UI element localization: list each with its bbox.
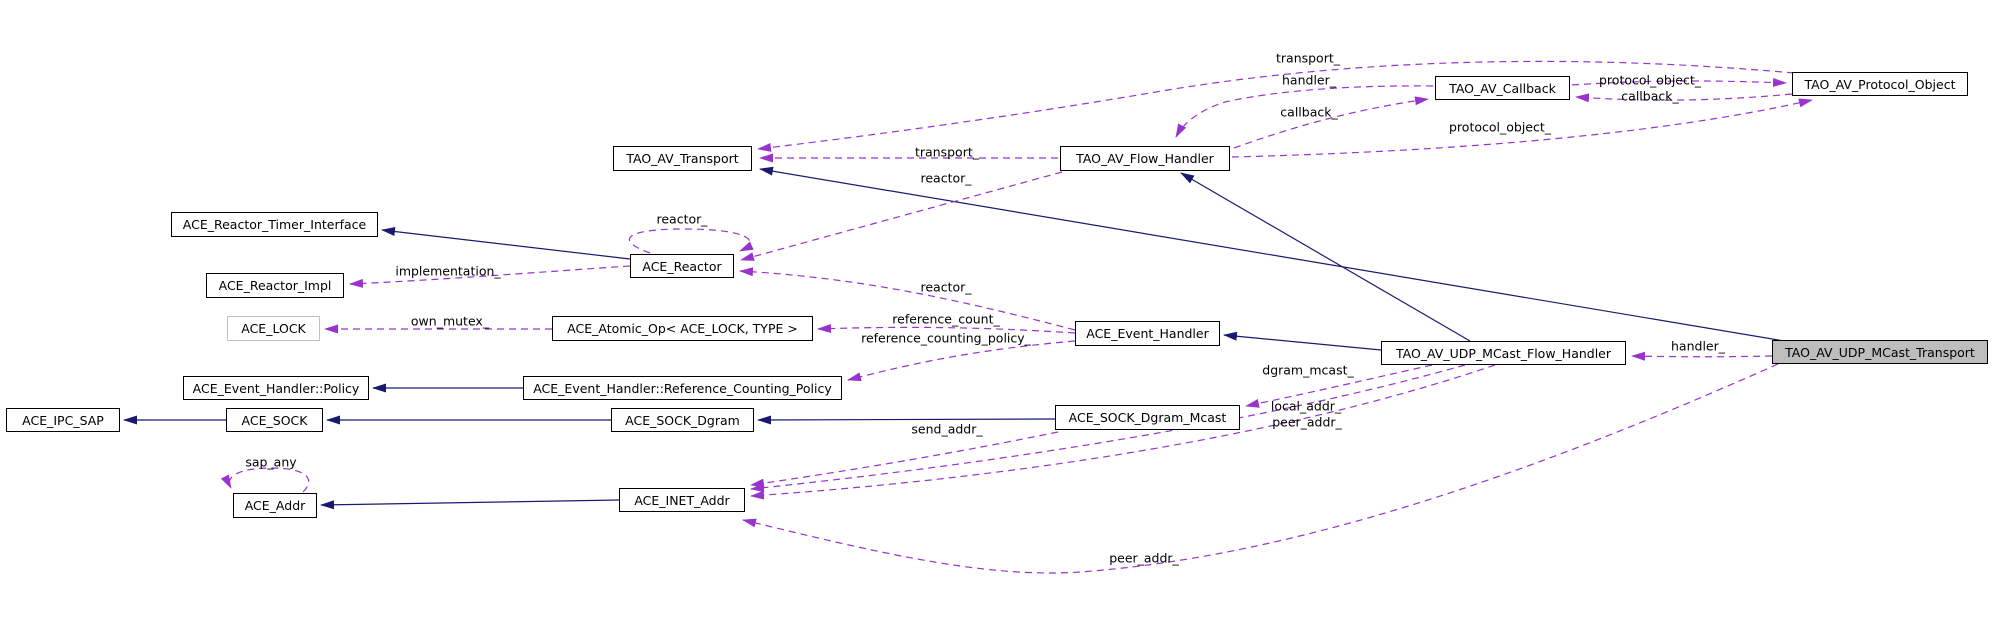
edge-usage-dgram-mcast (1245, 364, 1433, 408)
node-tao-av-transport[interactable]: TAO_AV_Transport (613, 146, 752, 171)
edge-usage-reference-counting-policy (847, 340, 1076, 382)
edge-usage-protocol-object-between (1571, 77, 1787, 87)
edge-inheritance-reactor-to-timer-interface (381, 227, 631, 260)
edge-usage-callback-between (1575, 93, 1793, 103)
edge-usage-protocol-object-low (1231, 98, 1813, 158)
edge-label-own-mutex: own_mutex_ (410, 313, 490, 329)
edge-label-reference-counting-policy: reference_counting_policy_ (861, 330, 1031, 346)
node-ace-lock: ACE_LOCK (227, 316, 320, 341)
edge-label-transport-top: transport_ (1275, 50, 1341, 66)
node-ace-atomic-op[interactable]: ACE_Atomic_Op< ACE_LOCK, TYPE > (552, 316, 813, 341)
edge-label-local-addr: local_addr_ (1270, 398, 1342, 414)
edge-label-sap-any: sap_any (245, 454, 297, 470)
node-tao-av-udp-mcast-flow-handler[interactable]: TAO_AV_UDP_MCast_Flow_Handler (1381, 341, 1626, 365)
node-ace-reactor-impl[interactable]: ACE_Reactor_Impl (206, 273, 344, 298)
node-tao-av-udp-mcast-transport-selected: TAO_AV_UDP_MCast_Transport (1772, 340, 1988, 364)
node-ace-event-handler[interactable]: ACE_Event_Handler (1075, 321, 1220, 346)
edge-label-handler-top: handler_ (1282, 72, 1336, 88)
edge-usage-reactor-self-loop (628, 228, 754, 254)
node-ace-event-handler-reference-counting-policy[interactable]: ACE_Event_Handler::Reference_Counting_Po… (523, 376, 842, 400)
edge-inheritance-inet-addr-to-addr (320, 499, 620, 510)
node-ace-reactor-timer-interface[interactable]: ACE_Reactor_Timer_Interface (171, 212, 378, 237)
edge-usage-handler-top (1175, 85, 1434, 138)
node-ace-event-handler-policy[interactable]: ACE_Event_Handler::Policy (183, 376, 369, 400)
edge-label-transport-mid: transport_ (914, 144, 980, 160)
edge-inheritance-dgram-mcast-to-dgram (757, 415, 1056, 425)
node-ace-sock-dgram[interactable]: ACE_SOCK_Dgram (611, 408, 754, 432)
edge-usage-reactor-from-flow-handler (740, 171, 1063, 261)
edge-label-reactor-self: reactor_ (656, 211, 708, 227)
edge-usage-handler-right (1631, 351, 1773, 361)
edge-inheritance-udp-mcast-flow-handler-to-event-handler (1223, 331, 1382, 351)
edge-label-reactor-flow: reactor_ (920, 170, 972, 186)
node-tao-av-protocol-object[interactable]: TAO_AV_Protocol_Object (1792, 72, 1968, 96)
edge-usage-peer-addr-mid (750, 364, 1496, 500)
node-tao-av-flow-handler[interactable]: TAO_AV_Flow_Handler (1060, 146, 1230, 171)
edge-label-handler-right: handler_ (1671, 338, 1725, 354)
edge-usage-transport-top (757, 60, 1795, 152)
edge-usage-reactor-from-event-handler (739, 267, 1076, 331)
node-ace-ipc-sap[interactable]: ACE_IPC_SAP (6, 408, 120, 432)
edge-label-dgram-mcast: dgram_mcast_ (1262, 362, 1354, 378)
edge-label-peer-addr-bottom: peer_addr_ (1109, 550, 1179, 566)
edge-label-peer-addr-mid: peer_addr_ (1272, 414, 1342, 430)
edge-label-send-addr: send_addr_ (911, 421, 983, 437)
edge-usage-local-addr (750, 364, 1466, 493)
edge-usage-peer-addr-bottom (742, 363, 1779, 574)
edge-usage-implementation (349, 265, 631, 288)
node-ace-inet-addr[interactable]: ACE_INET_Addr (619, 488, 745, 512)
node-ace-sock[interactable]: ACE_SOCK (226, 408, 323, 432)
edge-label-callback-top: callback_ (1280, 104, 1338, 120)
edge-label-protocol-object-between: protocol_object_ (1598, 72, 1702, 88)
edge-label-implementation: implementation_ (395, 263, 501, 279)
edge-usage-callback-top (1233, 96, 1429, 149)
node-ace-sock-dgram-mcast[interactable]: ACE_SOCK_Dgram_Mcast (1055, 405, 1240, 430)
edge-label-reference-count: reference_count_ (892, 311, 1000, 327)
edge-label-reactor-event: reactor_ (920, 279, 972, 295)
edge-usage-send-addr (750, 431, 1059, 488)
edge-label-protocol-object-low: protocol_object_ (1448, 119, 1552, 135)
edge-label-callback-between: callback_ (1621, 88, 1679, 104)
node-tao-av-callback[interactable]: TAO_AV_Callback (1435, 76, 1570, 100)
edge-usage-sap-any-self-loop (220, 467, 310, 493)
node-ace-reactor[interactable]: ACE_Reactor (630, 254, 734, 278)
node-ace-addr[interactable]: ACE_Addr (233, 493, 317, 518)
edge-inheritance-udp-mcast-flow-handler-to-flow-handler (1180, 172, 1471, 342)
edge-inheritance-udp-mcast-transport-to-transport (759, 166, 1791, 343)
